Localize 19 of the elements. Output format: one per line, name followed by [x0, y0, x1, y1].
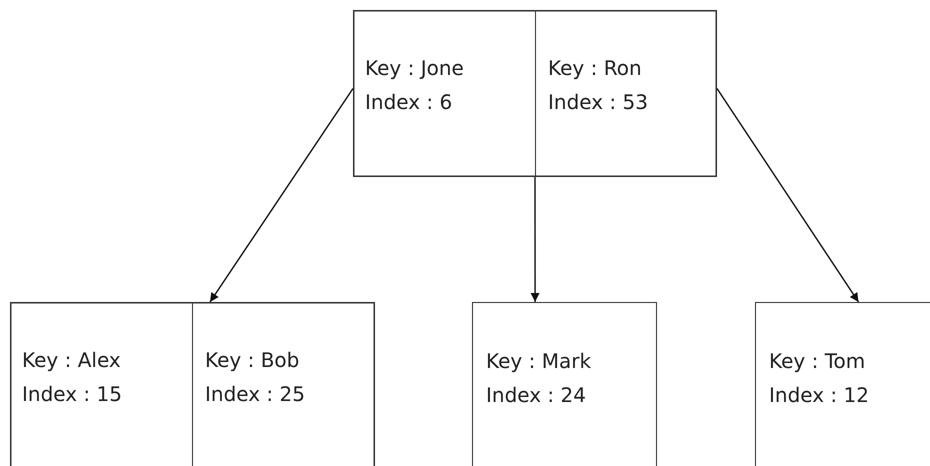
record-text: Key : Mark [486, 349, 592, 373]
record-cell [472, 302, 657, 466]
node-box [10, 302, 375, 466]
node-box [353, 10, 717, 177]
arrow [716, 88, 860, 302]
record-text: Index : 24 [486, 383, 587, 407]
record-text: Index : 15 [22, 382, 123, 406]
record-text: Key : Bob [205, 348, 300, 372]
record-text: Index : 25 [205, 382, 306, 406]
record-cell [755, 302, 930, 466]
record-text: Key : Jone [365, 56, 465, 80]
record-text: Index : 6 [365, 90, 454, 114]
arrow [530, 177, 540, 302]
record-text: Index : 12 [769, 383, 870, 407]
record-text: Key : Ron [548, 56, 643, 80]
record-text: Index : 53 [548, 90, 649, 114]
record-text: Key : Alex [22, 348, 122, 372]
record-text: Key : Tom [769, 349, 866, 373]
arrow [209, 88, 354, 302]
